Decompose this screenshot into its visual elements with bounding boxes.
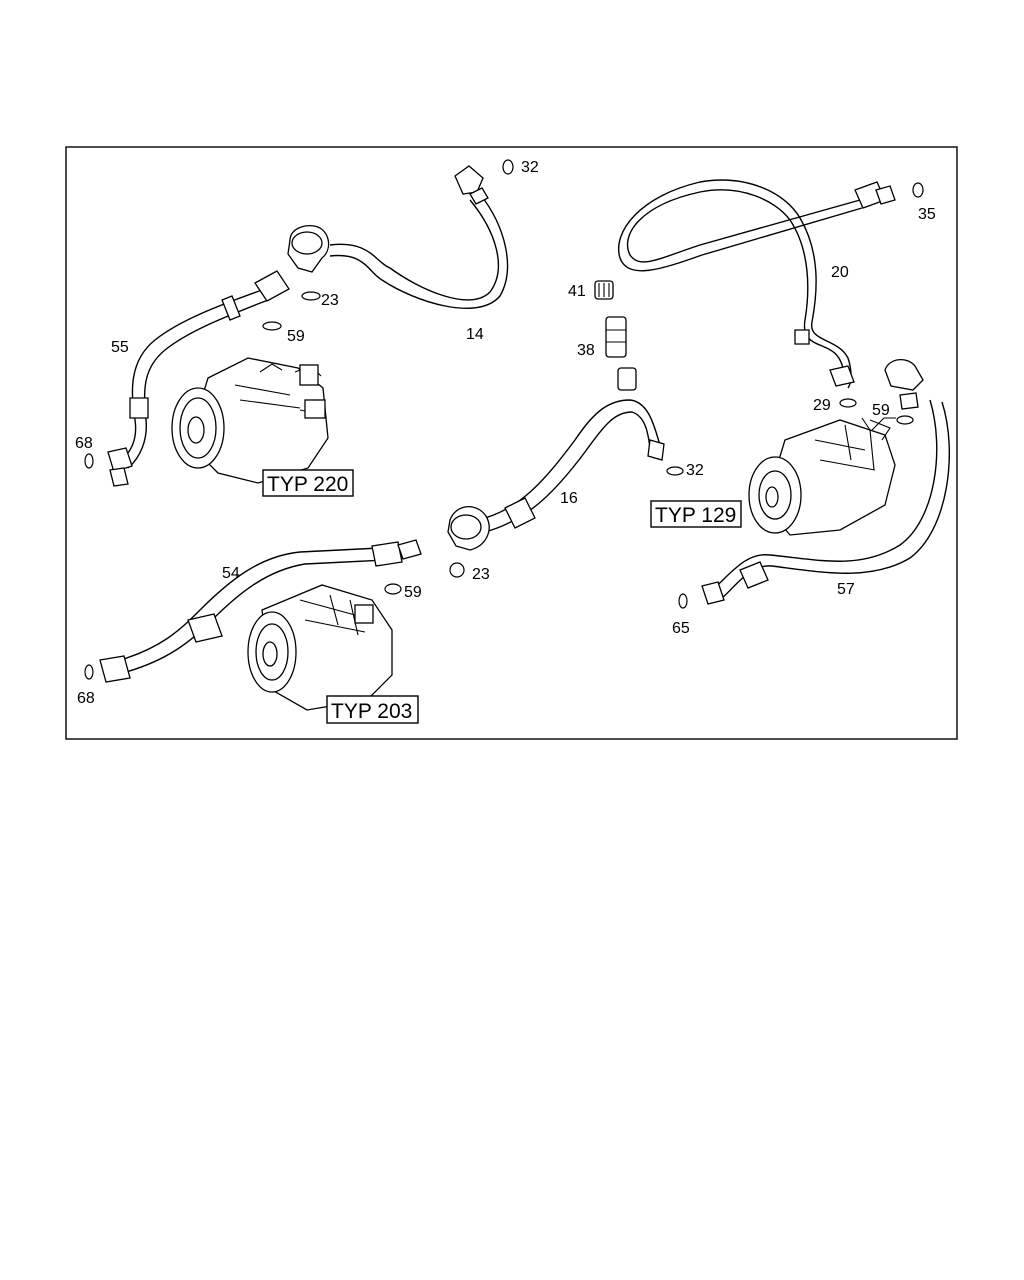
diagram-frame (65, 146, 958, 740)
callout-14: 14 (466, 326, 484, 343)
callout-38: 38 (577, 342, 595, 359)
variant-label-typ-220: TYP 220 (262, 469, 354, 497)
callout-59: 59 (404, 584, 422, 601)
variant-label-typ-129: TYP 129 (650, 500, 742, 528)
leader-59 (871, 417, 896, 431)
fitting-41-38 (594, 280, 637, 391)
compressor-typ-220 (171, 357, 329, 484)
line-20 (618, 179, 896, 389)
compressor-typ-203 (247, 584, 393, 711)
hose-57 (701, 359, 951, 605)
callout-32: 32 (686, 462, 704, 479)
callout-23: 23 (472, 566, 490, 583)
variant-label-typ-129-text: TYP 129 (655, 504, 736, 527)
hose-55 (107, 270, 290, 487)
callout-68: 68 (75, 435, 93, 452)
callout-65: 65 (672, 620, 690, 637)
callout-59: 59 (287, 328, 305, 345)
callout-54: 54 (222, 565, 240, 582)
callout-59: 59 (872, 402, 890, 419)
callout-29: 29 (813, 397, 831, 414)
callout-23: 23 (321, 292, 339, 309)
hose-54 (99, 539, 422, 683)
o-rings (84, 159, 924, 680)
callout-41: 41 (568, 283, 586, 300)
callout-35: 35 (918, 206, 936, 223)
callout-16: 16 (560, 490, 578, 507)
variant-label-typ-203-text: TYP 203 (331, 700, 412, 723)
callout-20: 20 (831, 264, 849, 281)
variant-label-typ-203: TYP 203 (326, 695, 419, 724)
callout-57: 57 (837, 581, 855, 598)
callout-68: 68 (77, 690, 95, 707)
hose-14 (287, 165, 509, 309)
callout-32: 32 (521, 159, 539, 176)
variant-label-typ-220-text: TYP 220 (267, 473, 348, 496)
hose-16 (447, 399, 665, 551)
callout-55: 55 (111, 339, 129, 356)
compressor-typ-129 (748, 417, 896, 536)
